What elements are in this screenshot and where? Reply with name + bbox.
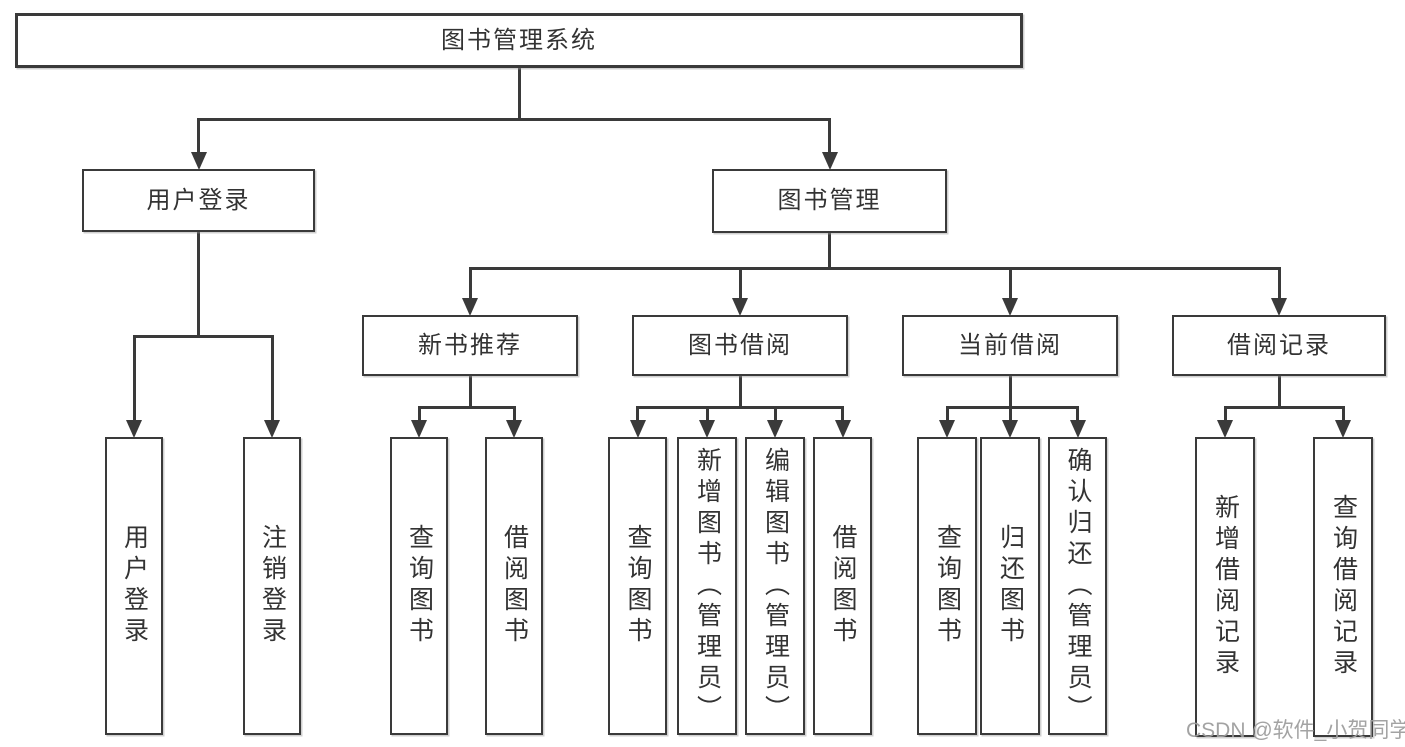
arrowhead-icon <box>1002 420 1018 438</box>
node-label-leaf-cb-confirm: 确认归还（管理员） <box>1064 446 1092 726</box>
node-leaf-br-query: 查询借阅记录 <box>1313 437 1373 737</box>
node-label-user-login: 用户登录 <box>146 186 251 214</box>
connector-line <box>197 117 831 121</box>
connector-line <box>828 119 831 154</box>
node-label-current-borrow: 当前借阅 <box>958 331 1062 359</box>
node-label-leaf-bb-query: 查询图书 <box>624 524 652 648</box>
arrowhead-icon <box>1335 420 1351 438</box>
connector-line <box>1076 407 1079 422</box>
connector-line <box>468 376 472 409</box>
node-label-leaf-cb-query: 查询图书 <box>933 524 962 648</box>
node-book-borrow: 图书借阅 <box>632 315 848 376</box>
node-leaf-user-login: 用户登录 <box>105 437 163 735</box>
arrowhead-icon <box>1217 420 1233 438</box>
connector-line <box>636 407 639 422</box>
connector-line <box>197 119 200 154</box>
arrowhead-icon <box>939 420 955 438</box>
connector-line <box>417 407 421 422</box>
node-label-new-book-rec: 新书推荐 <box>418 331 522 359</box>
connector-line <box>738 376 742 409</box>
node-leaf-cb-return: 归还图书 <box>980 437 1040 735</box>
node-label-leaf-br-add: 新增借阅记录 <box>1211 494 1240 680</box>
node-book-mgmt: 图书管理 <box>712 169 947 233</box>
connector-line <box>1008 268 1012 300</box>
arrowhead-icon <box>411 420 427 438</box>
connector-line <box>512 407 516 422</box>
node-label-leaf-br-query: 查询借阅记录 <box>1329 494 1358 680</box>
arrowhead-icon <box>190 152 207 170</box>
arrowhead-icon <box>1069 420 1086 438</box>
connector-line <box>270 336 274 422</box>
connector-line <box>132 336 136 422</box>
node-root: 图书管理系统 <box>15 13 1023 68</box>
node-label-leaf-nbr-borrow: 借阅图书 <box>500 524 529 648</box>
connector-line <box>945 407 949 422</box>
node-leaf-cb-confirm: 确认归还（管理员） <box>1048 437 1107 735</box>
connector-line <box>705 407 709 422</box>
connector-line <box>132 334 274 338</box>
arrowhead-icon <box>506 420 522 438</box>
connector-line <box>773 407 777 422</box>
arrowhead-icon <box>821 152 838 170</box>
node-label-book-borrow: 图书借阅 <box>688 331 792 359</box>
node-label-leaf-bb-borrow: 借阅图书 <box>829 524 857 648</box>
node-leaf-logout: 注销登录 <box>243 437 301 735</box>
connector-line <box>636 405 844 409</box>
connector-line <box>1008 376 1012 409</box>
connector-line <box>1277 376 1281 409</box>
node-label-leaf-bb-edit: 编辑图书（管理员） <box>761 446 790 726</box>
node-label-book-mgmt: 图书管理 <box>777 187 882 214</box>
node-user-login: 用户登录 <box>82 169 315 232</box>
arrowhead-icon <box>834 420 851 438</box>
arrowhead-icon <box>126 420 142 438</box>
node-label-leaf-nbr-query: 查询图书 <box>405 524 434 648</box>
connector-line <box>945 405 1079 409</box>
connector-line <box>1223 405 1345 409</box>
node-label-leaf-logout: 注销登录 <box>258 524 287 648</box>
node-leaf-bb-edit: 编辑图书（管理员） <box>745 437 805 735</box>
arrowhead-icon <box>767 420 783 438</box>
node-current-borrow: 当前借阅 <box>902 315 1118 376</box>
connector-line <box>841 407 844 422</box>
connector-line <box>1223 407 1227 422</box>
node-borrow-records: 借阅记录 <box>1172 315 1386 376</box>
node-leaf-br-add: 新增借阅记录 <box>1195 437 1255 737</box>
connector-line <box>1008 407 1012 422</box>
node-leaf-bb-query: 查询图书 <box>608 437 667 735</box>
connector-line <box>1277 268 1281 300</box>
node-new-book-rec: 新书推荐 <box>362 315 578 376</box>
connector-line <box>468 266 1281 270</box>
node-label-leaf-user-login: 用户登录 <box>120 524 149 648</box>
node-leaf-nbr-borrow: 借阅图书 <box>485 437 543 735</box>
connector-line <box>417 405 516 409</box>
connector-line <box>468 268 472 300</box>
node-leaf-bb-add: 新增图书（管理员） <box>677 437 737 735</box>
connector-line <box>1341 407 1345 422</box>
connector-line <box>517 68 521 121</box>
node-label-leaf-cb-return: 归还图书 <box>996 524 1025 648</box>
arrowhead-icon <box>1002 298 1018 316</box>
connector-line <box>197 232 200 338</box>
connector-line <box>738 268 742 300</box>
node-leaf-bb-borrow: 借阅图书 <box>813 437 872 735</box>
node-label-root: 图书管理系统 <box>441 26 597 54</box>
arrowhead-icon <box>732 298 748 316</box>
arrowhead-icon <box>264 420 280 438</box>
node-label-borrow-records: 借阅记录 <box>1227 331 1331 359</box>
node-label-leaf-bb-add: 新增图书（管理员） <box>693 446 722 726</box>
arrowhead-icon <box>462 298 478 316</box>
csdn-watermark: CSDN @软件_小贺同学 <box>1186 719 1405 742</box>
connector-line <box>828 233 831 270</box>
arrowhead-icon <box>699 420 715 438</box>
node-leaf-cb-query: 查询图书 <box>917 437 977 735</box>
node-leaf-nbr-query: 查询图书 <box>390 437 448 735</box>
arrowhead-icon <box>1271 298 1287 316</box>
arrowhead-icon <box>629 420 646 438</box>
